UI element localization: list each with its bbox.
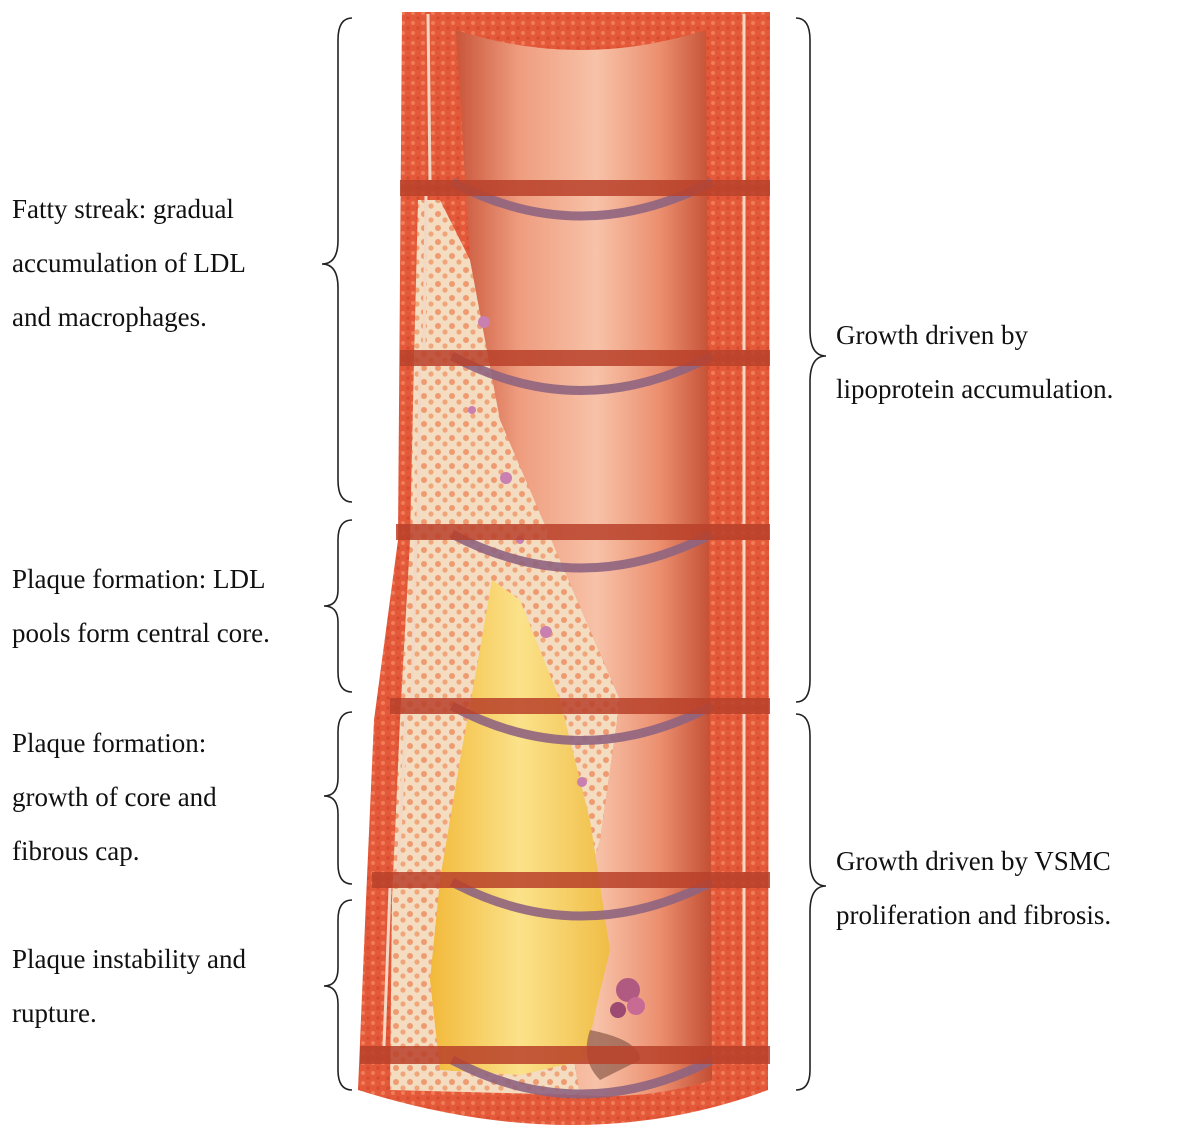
left-brace-cap <box>324 712 352 884</box>
label-line: rupture. <box>12 986 246 1040</box>
right-brace-vsmc <box>796 714 826 1090</box>
label-line: pools form central core. <box>12 606 270 660</box>
label-rupture: Plaque instability and rupture. <box>12 932 246 1040</box>
label-line: Fatty streak: gradual <box>12 182 246 236</box>
left-brace-core <box>324 520 352 692</box>
label-line: Plaque formation: LDL <box>12 552 270 606</box>
label-fatty-streak: Fatty streak: gradual accumulation of LD… <box>12 182 246 344</box>
label-line: accumulation of LDL <box>12 236 246 290</box>
label-line: Growth driven by <box>836 308 1113 362</box>
left-brace-fatty-streak <box>322 18 352 502</box>
label-line: and macrophages. <box>12 290 246 344</box>
label-line: proliferation and fibrosis. <box>836 888 1111 942</box>
label-vsmc-growth: Growth driven by VSMC proliferation and … <box>836 834 1111 942</box>
label-line: Growth driven by VSMC <box>836 834 1111 888</box>
left-braces <box>322 18 352 1090</box>
label-line: fibrous cap. <box>12 824 217 878</box>
right-brace-lipoprotein <box>796 18 826 702</box>
label-line: Plaque instability and <box>12 932 246 986</box>
label-line: growth of core and <box>12 770 217 824</box>
right-braces <box>796 18 826 1090</box>
label-fibrous-cap: Plaque formation: growth of core and fib… <box>12 716 217 878</box>
left-brace-rupture <box>324 900 352 1090</box>
label-line: lipoprotein accumulation. <box>836 362 1113 416</box>
label-plaque-core: Plaque formation: LDL pools form central… <box>12 552 270 660</box>
label-line: Plaque formation: <box>12 716 217 770</box>
label-lipoprotein-growth: Growth driven by lipoprotein accumulatio… <box>836 308 1113 416</box>
